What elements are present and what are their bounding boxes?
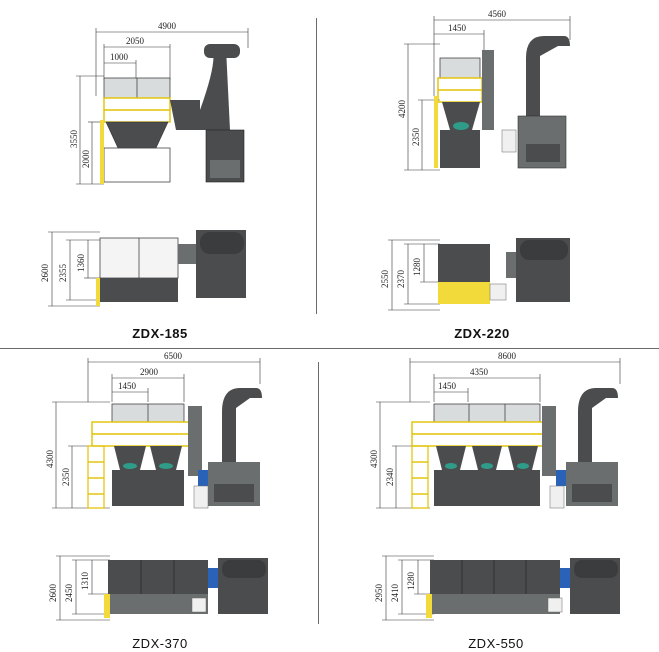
zdx-370-platform-height: 2350 [61, 468, 71, 487]
zdx-550-top-inner-depth: 2410 [390, 584, 400, 603]
zdx-370-front-view [87, 388, 262, 509]
zdx-185-top-box-depth: 1360 [76, 254, 86, 273]
horizontal-divider [0, 348, 659, 349]
zdx-185-total-width: 4900 [158, 21, 177, 31]
zdx-185-height: 3550 [69, 130, 79, 149]
zdx-220-height: 4200 [397, 100, 407, 119]
zdx-220-front-dimensions: 4560 1450 4200 2350 [397, 9, 571, 171]
zdx-220-top-inner-depth: 2370 [396, 270, 406, 289]
zdx-550-top-box-depth: 1280 [406, 572, 416, 591]
zdx-370-top-box-depth: 1310 [80, 572, 90, 591]
zdx-370-height: 4300 [45, 450, 55, 469]
zdx-370-front-dimensions: 6500 2900 1450 4300 2350 [45, 351, 261, 509]
zdx-550-front-dimensions: 8600 4350 1450 4300 2340 [369, 351, 621, 509]
zdx-370-top-dimensions: 2600 2450 1310 [48, 555, 110, 621]
zdx-220-top-dimensions: 2550 2370 1280 [380, 239, 440, 311]
zdx-550-top-dimensions: 2950 2410 1280 [374, 555, 434, 621]
zdx-550-caption: ZDX-550 [468, 636, 524, 651]
zdx-185-top-dimensions: 2600 2355 1360 [40, 231, 100, 307]
zdx-185-unit-span: 2050 [126, 36, 145, 46]
zdx-185-front-dimensions: 4900 2050 1000 3550 2000 [69, 21, 249, 185]
zdx-370-top-inner-depth: 2450 [64, 584, 74, 603]
zdx-550-module-width: 1450 [438, 381, 457, 391]
zdx-550-height: 4300 [369, 450, 379, 469]
zdx-550-top-view [426, 558, 620, 618]
vertical-divider-bottom [318, 362, 319, 624]
zdx-550-top-depth: 2950 [374, 584, 384, 603]
zdx-220-top-box-depth: 1280 [412, 258, 422, 277]
zdx-185-platform-height: 2000 [81, 150, 91, 169]
zdx-185-caption: ZDX-185 [132, 326, 188, 341]
zdx-220-drawing: 4560 1450 4200 2350 2550 2370 1280 [380, 9, 571, 311]
zdx-185-drawing: 4900 2050 1000 3550 2000 2600 2355 1360 [40, 21, 249, 307]
zdx-370-module-width: 1450 [118, 381, 137, 391]
vertical-divider-top [316, 18, 317, 314]
zdx-370-top-view [104, 558, 268, 618]
zdx-220-top-view [438, 238, 570, 304]
zdx-185-top-depth: 2600 [40, 264, 50, 283]
zdx-220-caption: ZDX-220 [454, 326, 510, 341]
zdx-550-platform-height: 2340 [385, 468, 395, 487]
zdx-370-total-width: 6500 [164, 351, 183, 361]
zdx-185-top-inner-depth: 2355 [58, 264, 68, 283]
zdx-185-module-width: 1000 [110, 52, 129, 62]
zdx-370-top-depth: 2600 [48, 584, 58, 603]
zdx-550-front-view [411, 388, 618, 509]
zdx-550-total-width: 8600 [498, 351, 517, 361]
zdx-550-unit-span: 4350 [470, 367, 489, 377]
zdx-370-drawing: 6500 2900 1450 4300 2350 2600 [45, 351, 268, 621]
zdx-550-drawing: 8600 4350 1450 4300 2340 [369, 351, 621, 621]
zdx-220-total-width: 4560 [488, 9, 507, 19]
zdx-370-unit-span: 2900 [140, 367, 159, 377]
zdx-185-top-view [96, 230, 246, 306]
zdx-185-front-view [100, 44, 245, 184]
zdx-370-caption: ZDX-370 [132, 636, 188, 651]
zdx-220-platform-height: 2350 [411, 128, 421, 147]
zdx-220-front-view [434, 36, 570, 169]
zdx-220-top-depth: 2550 [380, 270, 390, 289]
zdx-220-module-width: 1450 [448, 23, 467, 33]
